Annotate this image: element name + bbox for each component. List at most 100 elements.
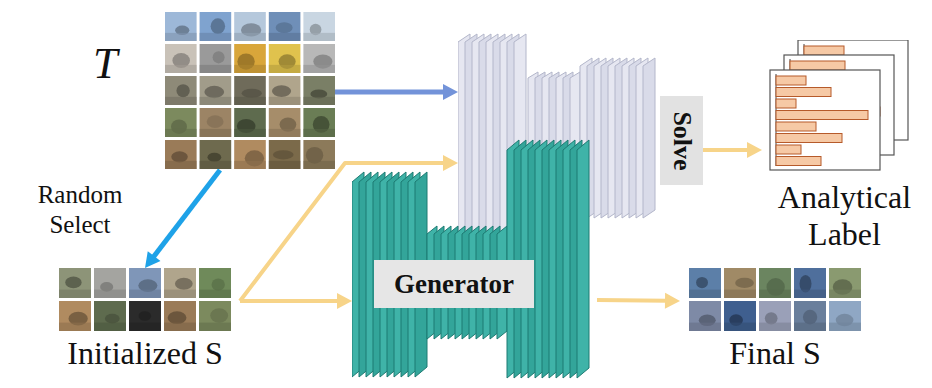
output-label: Analytical Label <box>762 179 927 253</box>
image-ground <box>689 323 721 331</box>
image-tile <box>234 44 266 73</box>
flow-arrow <box>335 84 458 100</box>
image-ground <box>164 323 196 331</box>
flow-arrow <box>597 293 680 309</box>
image-ground <box>199 290 231 298</box>
histogram-bar <box>776 76 806 85</box>
image-tile <box>829 301 861 331</box>
final-set: Final S <box>680 268 870 371</box>
image-tile <box>689 301 721 331</box>
set-label: Final S <box>680 336 870 371</box>
image-ground <box>129 323 161 331</box>
generator-unet: Generator <box>352 132 597 384</box>
image-tile <box>303 140 335 169</box>
histogram-bar <box>776 111 868 120</box>
grid-ground <box>165 12 335 169</box>
image-tile <box>200 140 232 169</box>
arrow-head <box>145 251 160 268</box>
image-ground <box>303 65 335 73</box>
image-ground <box>829 290 861 298</box>
image-object <box>139 311 152 321</box>
image-tile <box>759 268 791 298</box>
image-ground <box>59 323 91 331</box>
image-tile <box>759 301 791 331</box>
flow-arrow <box>145 170 220 268</box>
image-ground <box>165 129 197 137</box>
image-ground <box>94 290 126 298</box>
image-tile <box>165 140 197 169</box>
image-ground <box>129 290 161 298</box>
arrow-head <box>665 293 680 309</box>
image-object <box>213 51 225 63</box>
histogram-bar <box>776 88 831 97</box>
image-object <box>211 18 225 34</box>
image-tile <box>724 301 756 331</box>
grid-ground <box>59 268 231 331</box>
set-label: Initialized S <box>50 336 240 371</box>
image-ground <box>269 129 301 137</box>
image-object <box>272 85 291 97</box>
image-object <box>207 153 221 162</box>
histogram-bar <box>776 145 801 154</box>
image-ground <box>234 33 266 41</box>
image-object <box>803 310 817 325</box>
image-tile <box>303 12 335 41</box>
image-tile <box>164 268 196 298</box>
image-tile <box>200 108 232 137</box>
image-object <box>105 314 120 324</box>
image-ground <box>199 323 231 331</box>
module-label: Solve <box>666 111 697 170</box>
flow-arrow <box>703 142 762 158</box>
image-ground <box>759 323 791 331</box>
initial-set: Initialized S <box>50 268 240 371</box>
image-tile <box>129 268 161 298</box>
image-ground <box>689 290 721 298</box>
image-tile <box>794 301 826 331</box>
image-grid <box>59 268 231 331</box>
image-tile <box>303 76 335 105</box>
image-ground <box>234 65 266 73</box>
layer-plate <box>570 72 580 206</box>
image-tile <box>829 268 861 298</box>
histogram-bar <box>804 46 844 55</box>
layer-plate <box>643 58 655 218</box>
image-tile <box>303 108 335 137</box>
image-grid <box>689 268 861 331</box>
image-object <box>204 86 224 98</box>
arrow-head <box>337 293 352 309</box>
dataset-grid: T <box>165 12 335 170</box>
image-ground <box>759 290 791 298</box>
image-ground <box>724 290 756 298</box>
image-ground <box>303 161 335 169</box>
image-object <box>273 150 294 159</box>
image-tile <box>200 44 232 73</box>
image-object <box>735 278 754 288</box>
image-grid <box>165 12 335 169</box>
generator-shape <box>352 132 597 384</box>
image-tile <box>689 268 721 298</box>
image-tile <box>165 44 197 73</box>
image-object <box>168 311 187 324</box>
image-tile <box>164 301 196 331</box>
image-tile <box>234 12 266 41</box>
image-tile <box>234 76 266 105</box>
image-ground <box>794 290 826 298</box>
image-tile <box>129 301 161 331</box>
image-tile <box>724 268 756 298</box>
image-ground <box>303 33 335 41</box>
solve-box: Solve <box>660 96 703 185</box>
image-tile <box>200 76 232 105</box>
image-ground <box>303 97 335 105</box>
image-ground <box>234 129 266 137</box>
arrow-head <box>747 142 762 158</box>
image-ground <box>165 65 197 73</box>
image-ground <box>200 161 232 169</box>
image-tile <box>303 44 335 73</box>
image-ground <box>165 97 197 105</box>
image-ground <box>165 33 197 41</box>
histogram-stack <box>762 40 927 175</box>
image-ground <box>724 323 756 331</box>
image-tile <box>200 12 232 41</box>
arrow-line <box>703 148 749 152</box>
